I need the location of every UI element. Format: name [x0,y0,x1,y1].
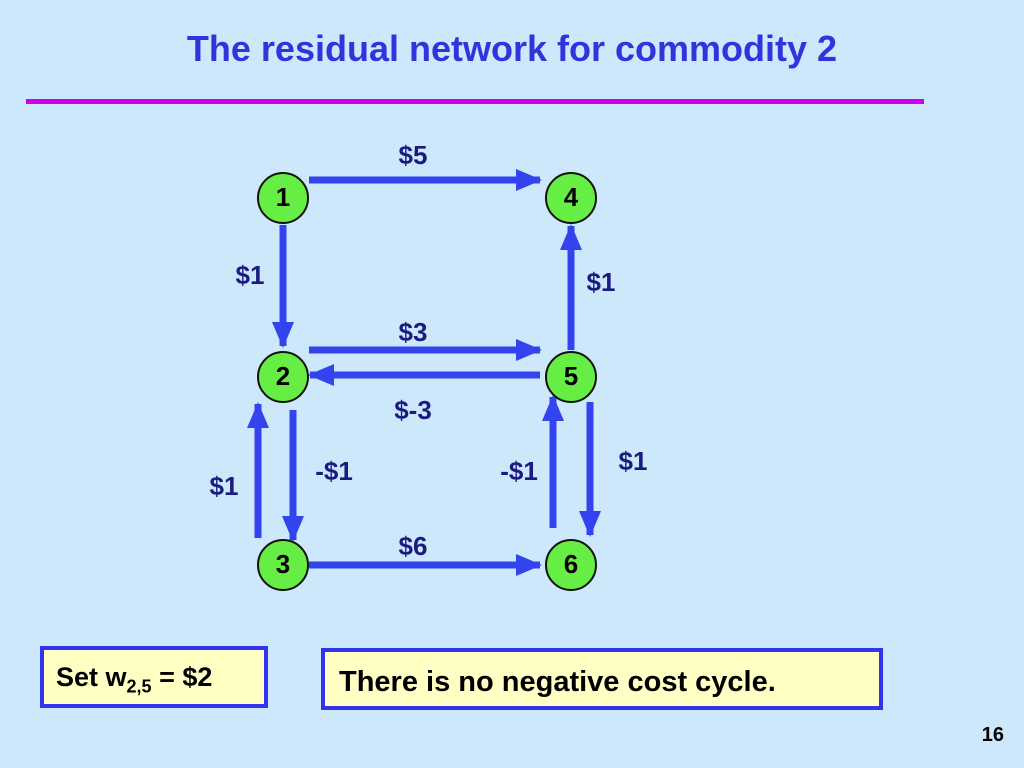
node-circle-2 [257,351,309,403]
node-label-3: 3 [276,549,290,579]
node-6: 6 [545,539,597,591]
edge-label-5-2: $-3 [394,395,432,425]
weight-setting-subscript: 2,5 [126,676,152,697]
negative-cycle-note: There is no negative cost cycle. [321,648,883,710]
edge-label-2-3: -$1 [315,456,353,486]
node-circle-5 [545,351,597,403]
node-5: 5 [545,351,597,403]
edge-label-5-4: $1 [587,267,616,297]
node-3: 3 [257,539,309,591]
node-label-4: 4 [564,182,579,212]
node-label-6: 6 [564,549,578,579]
node-1: 1 [257,172,309,224]
edge-label-3-2: $1 [210,471,239,501]
slide-title: The residual network for commodity 2 [186,28,838,69]
weight-setting-note: Set w2,5 = $2 [40,646,268,708]
edge-label-5-6: $1 [619,446,648,476]
weight-setting-prefix: Set w [56,662,127,692]
node-label-1: 1 [276,182,290,212]
edge-label-1-4: $5 [399,140,428,170]
node-label-5: 5 [564,361,578,391]
node-circle-6 [545,539,597,591]
node-circle-1 [257,172,309,224]
node-2: 2 [257,351,309,403]
node-4: 4 [545,172,597,224]
node-label-2: 2 [276,361,290,391]
edge-label-3-6: $6 [399,531,428,561]
edge-label-2-5: $3 [399,317,428,347]
page-number: 16 [981,724,1004,746]
weight-setting-suffix: = $2 [151,662,213,692]
title-divider [26,99,924,104]
node-circle-4 [545,172,597,224]
edge-label-6-5: -$1 [500,456,538,486]
edge-label-1-2: $1 [236,260,265,290]
negative-cycle-text: There is no negative cost cycle. [339,666,776,698]
node-circle-3 [257,539,309,591]
